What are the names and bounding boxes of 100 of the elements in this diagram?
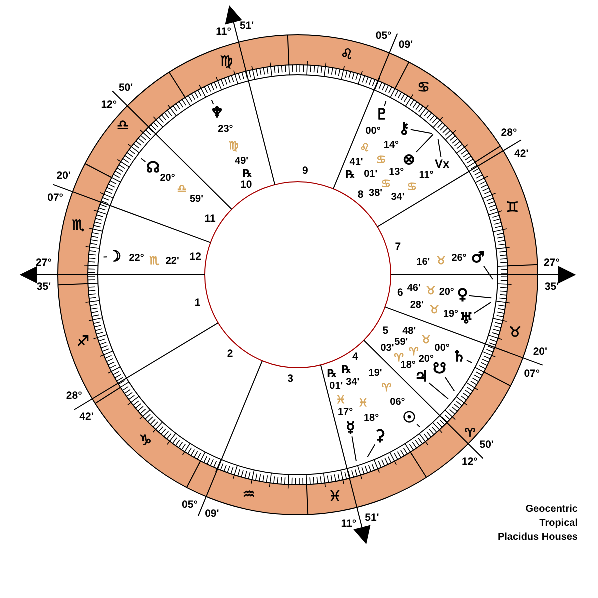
leader-line: [367, 444, 376, 458]
cusp-position-label: 11°: [216, 26, 232, 38]
leader-line: [410, 129, 433, 134]
house-number: 4: [352, 352, 358, 362]
chart-settings-note: Tropical: [540, 519, 578, 529]
cusp-position-label: 11°: [341, 518, 357, 530]
planet-symbol: ☿: [346, 420, 356, 436]
zodiac-sign-symbol: ♑: [139, 434, 152, 448]
cusp-position-label: 07°: [48, 193, 64, 204]
house-number: 8: [358, 189, 364, 200]
zodiac-sign-symbol: ♎: [116, 118, 130, 133]
sign-symbol: ♋: [407, 182, 418, 193]
house-number: 3: [288, 373, 294, 384]
house-number: 2: [227, 348, 234, 360]
zodiac-sign-symbol: ♏: [72, 218, 85, 233]
cusp-position-label: 51': [240, 20, 254, 32]
degree-value: 00°: [434, 344, 450, 354]
sign-symbol: ♍: [228, 140, 239, 152]
cusp-position-label: 51': [365, 512, 380, 524]
cusp-position-label: 07°: [524, 368, 540, 380]
sign-symbol: ♎: [177, 184, 188, 195]
leader-line: [384, 100, 387, 107]
leader-line: [428, 382, 449, 400]
chart-settings-note: Geocentric: [526, 505, 578, 515]
house-number: 7: [395, 242, 402, 252]
house-number: 10: [240, 179, 252, 190]
retrograde-symbol: ℞: [327, 369, 337, 380]
sign-symbol: ♋: [381, 178, 392, 190]
planet-symbol: Vx: [435, 158, 450, 170]
planet-symbol: ☽: [108, 249, 122, 264]
minute-value: 59': [394, 338, 408, 348]
degree-value: 18°: [400, 360, 416, 371]
minute-value: 16': [416, 258, 430, 268]
cusp-position-label: 09': [398, 40, 414, 50]
house-number: 1: [194, 298, 201, 308]
cusp-position-label: 42': [514, 148, 529, 160]
minute-value: 34': [391, 193, 405, 204]
degree-value: 11°: [419, 171, 434, 182]
degree-value: 18°: [364, 414, 380, 424]
minute-value: 49': [235, 157, 249, 168]
leader-line: [352, 436, 357, 462]
planet-symbol: ☋: [433, 361, 446, 376]
planet-symbol: ⚷: [398, 121, 410, 136]
cusp-position-label: 12°: [462, 457, 478, 468]
retrograde-symbol: ℞: [346, 170, 356, 180]
cusp-position-label: 28°: [501, 128, 518, 139]
zodiac-sign-symbol: ♌: [340, 48, 354, 62]
zodiac-sign-symbol: ♉: [509, 326, 522, 340]
minute-value: 59': [190, 195, 204, 206]
cusp-position-label: 35': [544, 282, 560, 292]
minute-value: 34': [346, 378, 360, 388]
degree-value: 19°: [443, 310, 459, 320]
cusp-position-label: 09': [205, 509, 220, 520]
degree-value: 06°: [390, 398, 406, 408]
cusp-position-label: 12°: [101, 99, 118, 110]
leader-line: [466, 360, 473, 364]
planet-symbol: ♃: [414, 369, 428, 384]
degree-value: 14°: [384, 141, 400, 152]
leader-line: [103, 256, 108, 258]
planet-symbol: ⚳: [374, 428, 386, 444]
house-number: 12: [190, 251, 202, 262]
degree-value: 20°: [160, 174, 176, 184]
cusp-position-label: 05°: [376, 30, 392, 41]
leader-line: [140, 158, 146, 162]
planet-symbol: ♀: [457, 288, 468, 303]
sign-symbol: ♓: [336, 394, 346, 406]
planet-symbol: ⊗: [402, 152, 416, 168]
chart-settings-note: Placidus Houses: [498, 533, 578, 543]
sign-symbol: ♈: [408, 346, 419, 358]
zodiac-sign-symbol: ♐: [77, 335, 90, 350]
planet-symbol: ☉: [402, 410, 416, 426]
sign-symbol: ♉: [430, 304, 440, 316]
planet-symbol: ♄: [452, 350, 466, 365]
leader-line: [438, 139, 442, 158]
minute-value: 03': [380, 344, 394, 354]
minute-value: 38': [369, 189, 383, 200]
minute-value: 01': [364, 170, 378, 180]
cusp-position-label: 27°: [544, 258, 560, 268]
cusp-position-label: 50': [480, 440, 494, 451]
sign-symbol: ♉: [426, 286, 436, 297]
planet-symbol: ♂: [471, 250, 485, 266]
degree-value: 13°: [389, 168, 404, 178]
cusp-position-label: 42': [80, 411, 94, 422]
house-number: 9: [302, 166, 308, 176]
leader-line: [474, 302, 492, 314]
cusp-position-label: 27°: [36, 258, 52, 268]
zodiac-sign-symbol: ♍: [220, 54, 233, 69]
house-number: 11: [204, 214, 216, 224]
planet-symbol: ♇: [375, 107, 389, 122]
sign-symbol: ♋: [376, 154, 386, 166]
minute-value: 22': [166, 257, 180, 268]
zodiac-sign-symbol: ♒: [242, 488, 256, 502]
sign-symbol: ♈: [382, 382, 392, 394]
planet-symbol: ♅: [460, 311, 474, 326]
cusp-position-label: 20': [533, 346, 548, 357]
leader-line: [483, 266, 494, 280]
degree-value: 17°: [338, 408, 354, 418]
minute-value: 19': [368, 369, 382, 380]
planet-symbol: ☊: [146, 160, 160, 176]
cusp-position-label: 50': [118, 82, 134, 93]
